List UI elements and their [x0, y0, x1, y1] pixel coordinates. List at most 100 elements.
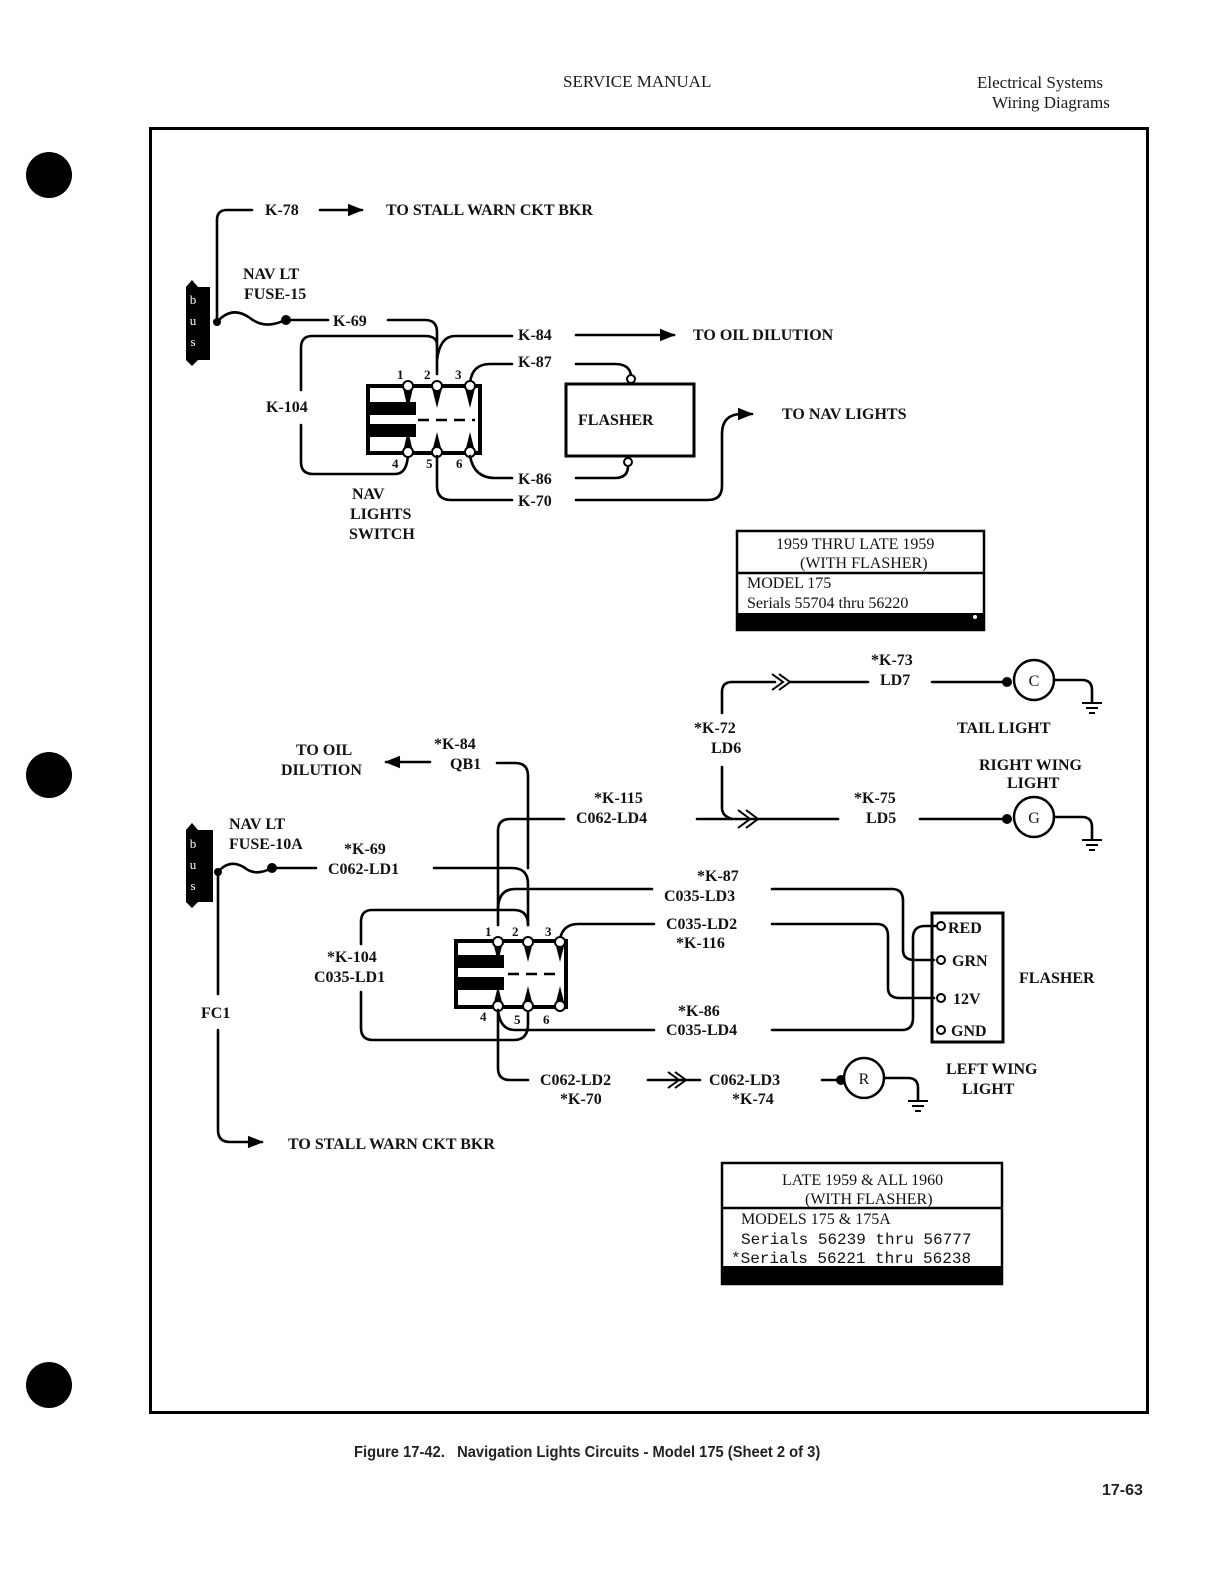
wire-k86-to-red: [770, 924, 940, 1032]
wire-k104-lower-top: [359, 908, 530, 946]
wire-label-k74-a: C062-LD3: [709, 1072, 780, 1089]
pin-6: 6: [456, 456, 463, 471]
header-section-1: Electrical Systems: [977, 73, 1104, 92]
switch-label-lights: LIGHTS: [350, 506, 411, 523]
nav-lights-switch-lower: 1 2 3 4 5 6: [454, 924, 568, 1027]
right-wing-ground-wire: [1052, 815, 1094, 841]
wire-k72-up: [720, 680, 777, 715]
wire-k104-lower-bottom: [359, 990, 530, 1042]
wire-label-k84-lower-b: QB1: [450, 756, 481, 773]
right-wing-label-2: LIGHT: [1007, 775, 1060, 792]
wire-k72-down: [720, 765, 734, 821]
wire-label-k75-a: *K-75: [854, 790, 896, 807]
left-wing-label-1: LEFT WING: [946, 1061, 1038, 1078]
left-wing-label-2: LIGHT: [962, 1081, 1015, 1098]
fc1-label: FC1: [201, 1005, 230, 1022]
wire-k69-lower-b: [432, 866, 530, 927]
switch-label-nav: NAV: [352, 486, 385, 503]
wire-label-k70-lower-a: C062-LD2: [540, 1072, 611, 1089]
lower-circuit: b u s NAV LT FUSE-10A *K-69 C062-LD1 FC1…: [186, 652, 1102, 1153]
wire-k87-lower: [496, 887, 654, 912]
wire-label-k86: K-86: [518, 471, 552, 488]
wire-label-k70: K-70: [518, 493, 552, 510]
wire-label-k104-lower-b: C035-LD1: [314, 969, 385, 986]
wire-k115: [496, 817, 566, 927]
effectivity-lower-line2: (WITH FLASHER): [805, 1191, 933, 1208]
wire-label-k75-b: LD5: [866, 810, 896, 827]
diagram-frame: [149, 127, 1149, 1414]
pin-6-lower: 6: [543, 1012, 550, 1027]
effectivity-lower-line3: MODELS 175 & 175A: [741, 1211, 891, 1228]
wire-k78: [215, 208, 254, 320]
bus-letter-s: s: [190, 334, 195, 349]
fuse-15-symbol: [215, 311, 287, 326]
effectivity-lower-line4: Serials 56239 thru 56777: [741, 1231, 971, 1249]
dest-oil-dilution-1: TO OIL: [296, 742, 352, 759]
wire-fc1-lower: [216, 1028, 264, 1149]
wire-label-k78: K-78: [265, 202, 299, 219]
pin-1-lower: 1: [485, 924, 492, 939]
effectivity-lower-line1: LATE 1959 & ALL 1960: [782, 1172, 943, 1189]
bus-letter-b-lower: b: [190, 836, 197, 851]
wire-label-k87-lower-a: *K-87: [697, 868, 739, 885]
wire-k70-to-nav: [574, 407, 754, 502]
wire-k87: [468, 362, 514, 385]
wire-k87-to-grn: [770, 887, 936, 962]
wire-label-k84: K-84: [518, 327, 552, 344]
ground-icon: [1082, 702, 1102, 714]
wire-label-k72-a: *K-72: [694, 720, 736, 737]
wire-label-k104-lower-a: *K-104: [327, 949, 377, 966]
wire-k87-to-flasher: [574, 362, 633, 378]
connector-k115-ld5: [737, 809, 760, 829]
nav-lights-switch-upper: 1 2 3 4 5 6: [366, 367, 482, 471]
right-wing-terminal: [1002, 814, 1012, 824]
dest-oil-dilution-2: DILUTION: [281, 762, 362, 779]
wire-k116-to-12v: [770, 922, 936, 1000]
dest-nav-lights: TO NAV LIGHTS: [782, 406, 907, 423]
wire-k116-lower: [558, 922, 656, 941]
pin-1: 1: [397, 367, 404, 382]
fuse-label-nav-lt-upper: NAV LT: [243, 266, 300, 283]
fuse-label-fuse10a: FUSE-10A: [229, 836, 303, 853]
wire-k84: [435, 334, 514, 362]
ground-icon: [908, 1100, 928, 1112]
ground-icon: [1082, 839, 1102, 851]
effectivity-upper-line3: MODEL 175: [747, 575, 831, 592]
pin-5: 5: [426, 456, 433, 471]
bus-letter-u: u: [190, 313, 197, 328]
flasher-terminal-bottom: [623, 457, 633, 467]
effectivity-lower-line5: *Serials 56221 thru 56238: [731, 1250, 971, 1268]
wire-label-k87-lower-b: C035-LD3: [664, 888, 735, 905]
binder-hole-bottom: [26, 1362, 72, 1408]
tail-light-label: TAIL LIGHT: [957, 720, 1051, 737]
effectivity-upper-line4: Serials 55704 thru 56220: [747, 595, 908, 612]
wire-k70: [435, 454, 514, 502]
dest-stall-warn-upper: TO STALL WARN CKT BKR: [386, 202, 593, 219]
wire-label-k70-lower-b: *K-70: [560, 1091, 602, 1108]
tail-light-letter: C: [1029, 673, 1040, 690]
flasher-terminal-top: [626, 374, 636, 384]
wire-label-k86-lower-a: *K-86: [678, 1003, 720, 1020]
wire-k104-top: [299, 334, 439, 392]
flasher-terminal-grn: GRN: [952, 953, 988, 970]
flasher-terminal-red: RED: [948, 920, 982, 937]
bus-letter-u-lower: u: [190, 857, 197, 872]
fuse-label-nav-lt-lower: NAV LT: [229, 816, 286, 833]
wire-label-k116-a: C035-LD2: [666, 916, 737, 933]
flasher-terminal-gnd: GND: [951, 1023, 987, 1040]
left-wing-ground-wire: [882, 1076, 920, 1102]
wire-label-k87: K-87: [518, 354, 552, 371]
wire-k86-to-flasher: [574, 464, 630, 480]
left-wing-letter: R: [859, 1071, 870, 1088]
wire-k86: [468, 454, 514, 480]
wire-label-k74-b: *K-74: [732, 1091, 774, 1108]
dest-oil-dilution-upper: TO OIL DILUTION: [693, 327, 834, 344]
upper-bus-bar: b u s: [186, 280, 210, 366]
pin-2: 2: [424, 367, 431, 382]
wire-label-k115-a: *K-115: [594, 790, 643, 807]
wire-label-k69-lower-a: *K-69: [344, 841, 386, 858]
bus-letter-b: b: [190, 292, 197, 307]
flasher-box-upper: [564, 382, 696, 458]
wire-label-k69-lower-b: C062-LD1: [328, 861, 399, 878]
connector-ld2-ld3: [667, 1071, 688, 1089]
